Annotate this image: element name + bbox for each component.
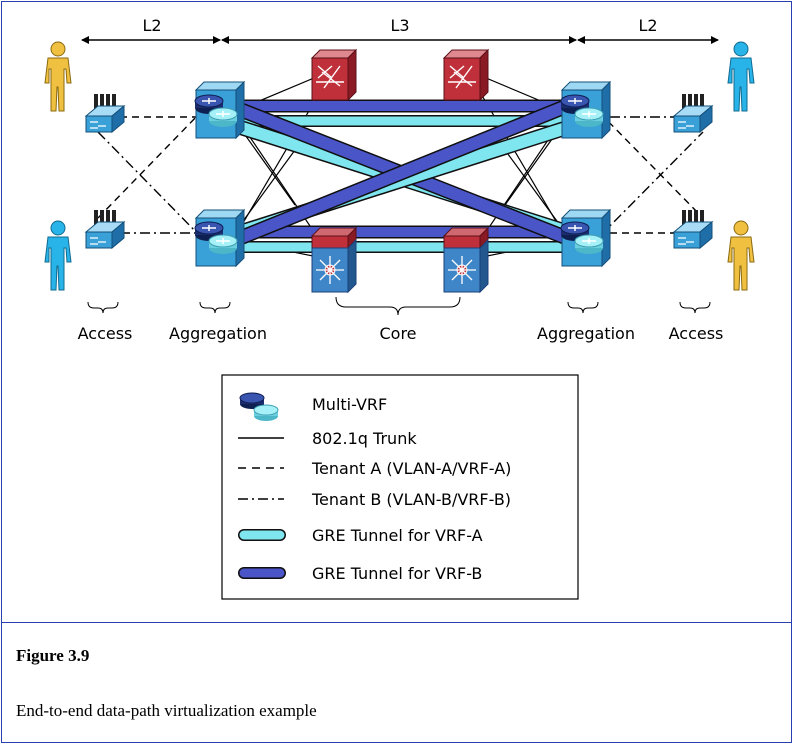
network-diagram: L2 L3 L2 [44,16,755,600]
core-switch-icon [311,227,357,293]
l3-label: L3 [390,16,409,35]
tier-label-aggregation-left: Aggregation [169,324,267,343]
legend-box [221,374,579,600]
l2-left-label: L2 [142,16,161,35]
l2-right-label: L2 [638,16,657,35]
legend-label-multi-vrf: Multi-VRF [312,395,387,414]
caption-divider [1,622,792,623]
core-firewall-icon [311,49,357,101]
tenant-links [97,112,704,237]
figure-title: Figure 3.9 [16,646,90,665]
user-icon [727,41,755,112]
access-switch-icon [673,93,713,133]
legend-label-gre-vrf-a: GRE Tunnel for VRF-A [312,526,483,545]
access-switch-icon [673,209,713,249]
tier-label-access-right: Access [669,324,724,343]
tier-label-access-left: Access [78,324,133,343]
legend-label-gre-vrf-b: GRE Tunnel for VRF-B [312,564,482,583]
legend-label-tenant-b: Tenant B (VLAN-B/VRF-B) [311,490,511,509]
legend: Multi-VRF 802.1q Trunk Tenant A (VLAN-A/… [221,374,579,600]
tier-label-core: Core [379,324,416,343]
tier-labels: Access Aggregation Core Aggregation Acce… [78,324,724,343]
figure-caption: End-to-end data-path virtualization exam… [16,701,317,720]
access-switch-icon [85,209,125,249]
tier-braces [87,296,711,316]
access-switch-icon [85,93,125,133]
core-firewall-icon [443,49,489,101]
user-icon [44,220,72,291]
legend-label-tenant-a: Tenant A (VLAN-A/VRF-A) [311,459,511,478]
tier-label-aggregation-right: Aggregation [537,324,635,343]
user-icon [727,220,755,291]
scope-arrows: L2 L3 L2 [81,16,719,44]
gre-tunnels [222,96,580,253]
core-switch-icon [443,227,489,293]
user-icon [44,41,72,112]
legend-label-trunk: 802.1q Trunk [312,429,417,448]
multi-vrf-icon [239,392,279,421]
